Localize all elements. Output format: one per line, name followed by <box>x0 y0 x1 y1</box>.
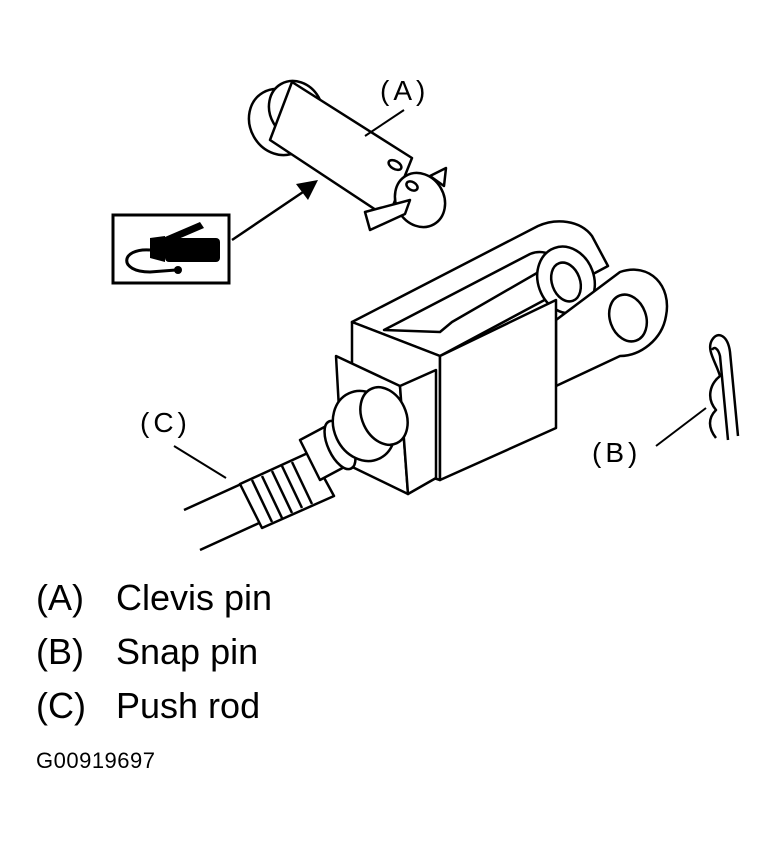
callout-leader-a <box>364 109 405 137</box>
legend-item-b: (B) Snap pin <box>36 632 258 672</box>
legend-item-c: (C) Push rod <box>36 686 260 726</box>
clevis-pin <box>247 79 448 232</box>
callout-leader-b <box>655 407 707 447</box>
legend-key: (C) <box>36 685 86 726</box>
legend-key: (A) <box>36 577 84 618</box>
figure-id: G00919697 <box>36 748 156 773</box>
grease-gun-icon <box>111 213 231 285</box>
legend-text: Snap pin <box>116 631 259 672</box>
callout-label-a: (A) <box>380 75 429 106</box>
legend-text: Push rod <box>116 685 261 726</box>
push-rod <box>183 386 409 552</box>
callout-leader-c <box>173 445 227 479</box>
legend-text: Clevis pin <box>116 577 273 618</box>
callout-label-b: (B) <box>592 437 641 468</box>
snap-pin <box>708 333 740 441</box>
grease-arrow <box>231 180 318 242</box>
legend-key: (B) <box>36 631 84 672</box>
legend-item-a: (A) Clevis pin <box>36 578 272 618</box>
callout-label-c: (C) <box>140 407 191 438</box>
